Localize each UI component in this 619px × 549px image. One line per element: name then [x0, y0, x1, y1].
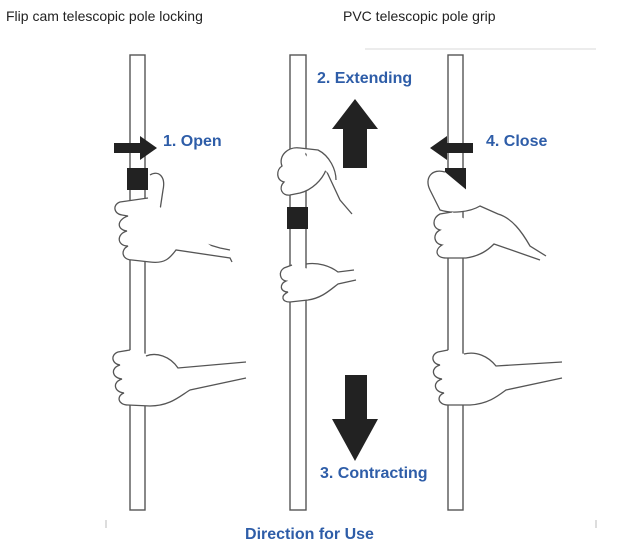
step-contracting-label: 3. Contracting — [320, 465, 428, 482]
open-arrow-icon — [114, 136, 157, 160]
contract-arrow-icon — [332, 375, 378, 461]
panel-open — [112, 54, 247, 511]
hand-upper-1 — [114, 172, 233, 264]
pole-1 — [129, 54, 146, 511]
header-flip-cam: Flip cam telescopic pole locking — [6, 8, 203, 24]
step-close-label: 4. Close — [486, 133, 548, 150]
cam-lock-1 — [127, 168, 148, 190]
hand-upper-3 — [427, 170, 547, 261]
header-pvc-grip: PVC telescopic pole grip — [343, 8, 496, 24]
cam-lock-2 — [287, 207, 308, 229]
extend-arrow-icon — [332, 99, 378, 168]
panel-extend-contract — [277, 54, 378, 511]
hand-lower-3 — [432, 349, 563, 406]
hand-lower-2 — [279, 262, 357, 303]
hand-lower-1 — [112, 349, 247, 407]
panel-close — [427, 54, 563, 511]
pole-3 — [447, 54, 464, 511]
step-open-label: 1. Open — [163, 133, 222, 150]
step-extending-label: 2. Extending — [317, 70, 413, 87]
footer-title: Direction for Use — [245, 526, 374, 543]
hand-upper-2 — [277, 147, 353, 215]
close-arrow-icon — [430, 136, 473, 160]
